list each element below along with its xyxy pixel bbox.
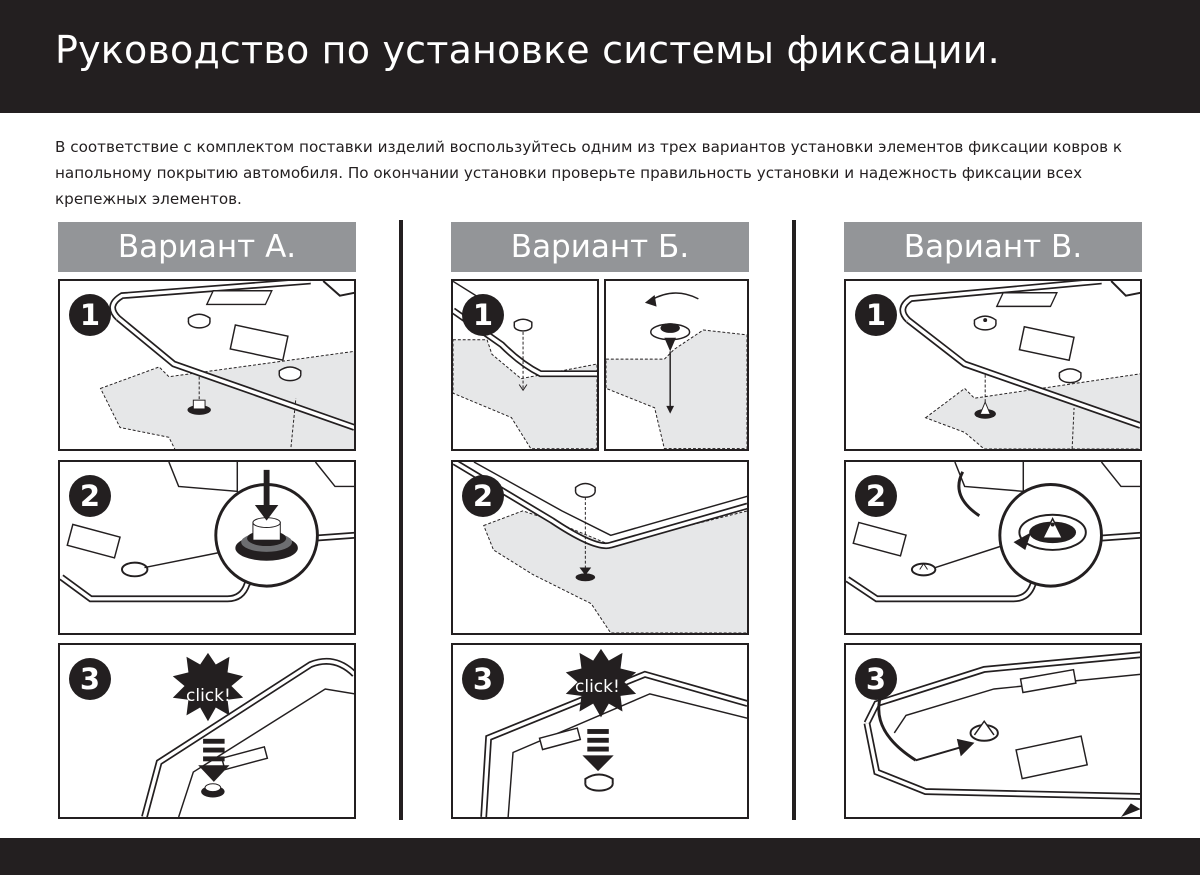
title-band: Руководство по установке системы фиксаци… <box>0 0 1200 113</box>
variant-a-step-3-panel: 3 click! <box>58 643 356 819</box>
step-number-badge: 1 <box>462 294 504 336</box>
step-number-badge: 1 <box>855 294 897 336</box>
variant-a-step-1-panel: 1 <box>58 279 356 451</box>
variant-b-column: Вариант Б. 1 <box>451 222 749 822</box>
step-number-badge: 3 <box>855 658 897 700</box>
variant-v-column: Вариант В. 1 <box>844 222 1142 822</box>
variant-b-header: Вариант Б. <box>451 222 749 272</box>
variant-a-step-1-illustration <box>99 281 354 449</box>
column-divider-1 <box>399 220 403 820</box>
step-number-badge: 1 <box>69 294 111 336</box>
click-label: click! <box>575 677 620 697</box>
variant-b-step-2-illustration <box>453 462 747 633</box>
step-number-badge: 3 <box>462 658 504 700</box>
variant-b-step-1b-panel <box>604 279 749 451</box>
variant-b-step-2-panel: 2 <box>451 460 749 635</box>
footer-band <box>0 838 1200 875</box>
page-title: Руководство по установке системы фиксаци… <box>55 28 1000 72</box>
variant-a-column: Вариант А. 1 <box>58 222 356 822</box>
click-label: click! <box>186 686 231 706</box>
variant-b-step-1a-illustration <box>453 281 597 449</box>
variant-b-step-3-panel: 3 click! <box>451 643 749 819</box>
variant-b-step-3-illustration <box>480 648 747 817</box>
variant-v-step-2-panel: 2 <box>844 460 1142 635</box>
variant-a-step-2-illustration <box>60 462 354 603</box>
variant-a-step-2-panel: 2 <box>58 460 356 635</box>
step-number-badge: 2 <box>855 475 897 517</box>
variant-b-step-1a-panel: 1 <box>451 279 599 451</box>
step-number-badge: 3 <box>69 658 111 700</box>
variant-a-step-3-illustration <box>141 652 354 817</box>
variant-v-step-1-illustration <box>899 281 1140 449</box>
variant-a-header: Вариант А. <box>58 222 356 272</box>
variant-b-step-1b-illustration <box>606 292 747 449</box>
variant-v-step-3-panel: 3 <box>844 643 1142 819</box>
column-divider-2 <box>792 220 796 820</box>
step-number-badge: 2 <box>69 475 111 517</box>
intro-paragraph: В соответствие с комплектом поставки изд… <box>55 138 1123 208</box>
variant-v-step-1-panel: 1 <box>844 279 1142 451</box>
variant-v-header: Вариант В. <box>844 222 1142 272</box>
variant-v-step-2-illustration <box>846 462 1140 603</box>
step-number-badge: 2 <box>462 475 504 517</box>
